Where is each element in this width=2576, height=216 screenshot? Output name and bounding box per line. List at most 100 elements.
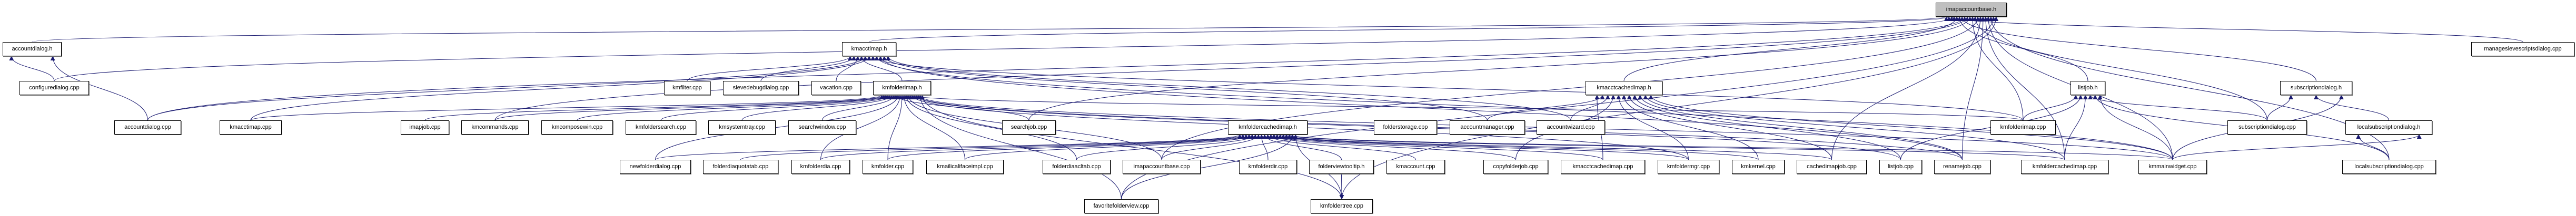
node-accountdialog-h[interactable]: accountdialog.h (3, 42, 62, 56)
node-label: kmcommands.cpp (471, 124, 519, 130)
node-kmailicalifaceimpl-cpp[interactable]: kmailicalifaceimpl.cpp (926, 160, 1004, 174)
node-listjob-cpp[interactable]: listjob.cpp (1879, 160, 1922, 174)
node-favoritefolderview-cpp[interactable]: favoritefolderview.cpp (1084, 199, 1158, 213)
edge-kmcommands-cpp-to-kmfolderimap-h (494, 95, 888, 121)
node-imapaccountbase-h: imapaccountbase.h (1936, 3, 2007, 17)
edge-localsubscriptiondialog-h-to-subscriptiondialog-h (2314, 95, 2389, 121)
edge-searchwindow-cpp-to-kmfolderimap-h (822, 95, 897, 121)
node-accountmanager-cpp[interactable]: accountmanager.cpp (1450, 120, 1525, 135)
edge-kmfolderimap-cpp-to-kmacctimap-h (870, 56, 2024, 121)
edge-newfolderdialog-cpp-to-kmfolderimap-h (655, 95, 900, 160)
edge-kmfoldercachedimap-cpp-to-kmacctcachedimap-h (1643, 95, 2065, 160)
node-label: accountmanager.cpp (1460, 124, 1514, 130)
edge-configuredialog-cpp-to-accountdialog-h (9, 56, 55, 81)
edge-newfolderdialog-cpp-to-kmfoldercachedimap-h (655, 134, 1242, 160)
edge-kmacctimap-cpp-to-kmacctimap-h (250, 56, 871, 121)
edge-kmfolderimap-h-to-kmacctimap-h (859, 56, 903, 81)
node-label: kmfolder.cpp (871, 163, 905, 170)
edge-subscriptiondialog-h-to-imapaccountbase-h (1959, 16, 2316, 81)
node-kmfoldercachedimap-cpp[interactable]: kmfoldercachedimap.cpp (2021, 160, 2108, 174)
node-localsubscriptiondialog-cpp[interactable]: localsubscriptiondialog.cpp (2342, 160, 2436, 174)
node-kmacctcachedimap-h[interactable]: kmacctcachedimap.h (1586, 81, 1662, 95)
edge-subscriptiondialog-cpp-to-subscriptiondialog-h (2267, 95, 2294, 121)
node-kmfolderdir-cpp[interactable]: kmfolderdir.cpp (1239, 160, 1297, 174)
node-imapaccountbase-cpp[interactable]: imapaccountbase.cpp (1123, 160, 1201, 174)
node-configuredialog-cpp[interactable]: configuredialog.cpp (19, 81, 89, 95)
edge-vacation-cpp-to-kmacctimap-h (836, 56, 860, 81)
node-kmfolderimap-h[interactable]: kmfolderimap.h (873, 81, 931, 95)
node-kmacctimap-h[interactable]: kmacctimap.h (842, 42, 896, 56)
edge-kmfoldertree-cpp-to-imapaccountbase-h (1341, 16, 1999, 200)
node-copyfolderjob-cpp[interactable]: copyfolderjob.cpp (1483, 160, 1548, 174)
node-label: kmfoldercachedimap.cpp (2032, 163, 2097, 170)
node-label: searchjob.cpp (1010, 124, 1047, 130)
edge-kmfolderdia-cpp-to-kmfoldercachedimap-h (820, 134, 1249, 160)
node-label: imapaccountbase.cpp (1133, 163, 1190, 170)
edge-favoritefolderview-cpp-to-kmfolderimap-h (918, 95, 1122, 200)
edge-listjob-cpp-to-kmacctcachedimap-h (1632, 95, 1901, 160)
node-label: managesievescriptsdialog.cpp (2484, 46, 2562, 52)
node-localsubscriptiondialog-h[interactable]: localsubscriptiondialog.h (2345, 120, 2432, 135)
node-label: kmfolderdia.cpp (800, 163, 841, 170)
node-label: listjob.cpp (1888, 163, 1914, 170)
node-sievedebugdialog-cpp[interactable]: sievedebugdialog.cpp (723, 81, 799, 95)
node-label: kmsystemtray.cpp (719, 124, 765, 130)
node-label: subscriptiondialog.h (2290, 85, 2342, 91)
node-renamejob-cpp[interactable]: renamejob.cpp (1934, 160, 1990, 174)
node-kmfilter-cpp[interactable]: kmfilter.cpp (664, 81, 710, 95)
node-label: kmfilter.cpp (672, 85, 702, 91)
node-folderviewtooltip-h[interactable]: folderviewtooltip.h (1309, 160, 1374, 174)
node-label: kmailicalifaceimpl.cpp (937, 163, 993, 170)
edge-cachedimapjob-cpp-to-imapaccountbase-h (1831, 16, 1983, 160)
node-folderdiaquotatab-cpp[interactable]: folderdiaquotatab.cpp (703, 160, 778, 174)
node-kmcommands-cpp[interactable]: kmcommands.cpp (461, 120, 529, 135)
node-kmmainwidget-cpp[interactable]: kmmainwidget.cpp (2138, 160, 2207, 174)
node-searchwindow-cpp[interactable]: searchwindow.cpp (788, 120, 856, 135)
node-searchjob-cpp[interactable]: searchjob.cpp (1002, 120, 1056, 135)
node-label: kmcomposewin.cpp (551, 124, 603, 130)
node-kmfolderdia-cpp[interactable]: kmfolderdia.cpp (791, 160, 850, 174)
node-folderstorage-cpp[interactable]: folderstorage.cpp (1374, 120, 1437, 135)
node-label: kmfolderimap.cpp (2000, 124, 2046, 130)
node-label: kmfolderimap.h (882, 85, 922, 91)
node-kmfoldertree-cpp[interactable]: kmfoldertree.cpp (1311, 199, 1373, 213)
node-kmsystemtray-cpp[interactable]: kmsystemtray.cpp (708, 120, 776, 135)
node-label: localsubscriptiondialog.h (2357, 124, 2421, 130)
node-label: cachedimapjob.cpp (1807, 163, 1857, 170)
node-kmcomposewin-cpp[interactable]: kmcomposewin.cpp (541, 120, 613, 135)
edge-kmfoldermgr-cpp-to-kmacctcachedimap-h (1616, 95, 1689, 160)
node-kmkernel-cpp[interactable]: kmkernel.cpp (1732, 160, 1785, 174)
node-subscriptiondialog-cpp[interactable]: subscriptiondialog.cpp (2227, 120, 2307, 135)
node-listjob-h[interactable]: listjob.h (2070, 81, 2105, 95)
node-label: newfolderdialog.cpp (629, 163, 681, 170)
node-kmaccount-cpp[interactable]: kmaccount.cpp (1386, 160, 1445, 174)
edge-kmcomposewin-cpp-to-kmfolderimap-h (577, 95, 890, 121)
edge-accountmanager-cpp-to-kmacctcachedimap-h (1487, 95, 1605, 121)
edge-kmmainwidget-cpp-to-listjob-h (2097, 95, 2173, 160)
node-newfolderdialog-cpp[interactable]: newfolderdialog.cpp (620, 160, 691, 174)
node-folderdiaacltab-cpp[interactable]: folderdiaacltab.cpp (1043, 160, 1111, 174)
node-subscriptiondialog-h[interactable]: subscriptiondialog.h (2280, 81, 2352, 95)
node-vacation-cpp[interactable]: vacation.cpp (811, 81, 861, 95)
edge-folderdiaacltab-cpp-to-kmfoldercachedimap-h (1076, 134, 1258, 160)
node-accountdialog-cpp[interactable]: accountdialog.cpp (114, 120, 181, 135)
node-label: kmacctcachedimap.cpp (1572, 163, 1633, 170)
node-kmfoldercachedimap-h[interactable]: kmfoldercachedimap.h (1228, 120, 1307, 135)
node-imapjob-cpp[interactable]: imapjob.cpp (401, 120, 449, 135)
node-managesievescriptsdialog-cpp[interactable]: managesievescriptsdialog.cpp (2471, 42, 2574, 56)
node-kmfoldermgr-cpp[interactable]: kmfoldermgr.cpp (1658, 160, 1719, 174)
node-cachedimapjob-cpp[interactable]: cachedimapjob.cpp (1797, 160, 1867, 174)
node-kmfoldersearch-cpp[interactable]: kmfoldersearch.cpp (626, 120, 696, 135)
node-label: copyfolderjob.cpp (1493, 163, 1539, 170)
node-kmfolderimap-cpp[interactable]: kmfolderimap.cpp (1990, 120, 2056, 135)
node-accountwizard-cpp[interactable]: accountwizard.cpp (1537, 120, 1605, 135)
edge-kmfoldercachedimap-cpp-to-imapaccountbase-h (1983, 16, 2065, 160)
node-kmacctimap-cpp[interactable]: kmacctimap.cpp (220, 120, 282, 135)
node-kmfolder-cpp[interactable]: kmfolder.cpp (863, 160, 913, 174)
node-label: kmmainwidget.cpp (2148, 163, 2197, 170)
edge-accountdialog-cpp-to-imapaccountbase-h (147, 16, 1967, 121)
node-label: favoritefolderview.cpp (1093, 203, 1150, 209)
node-kmacctcachedimap-cpp[interactable]: kmacctcachedimap.cpp (1561, 160, 1645, 174)
edge-folderdiaacltab-cpp-to-kmfolderimap-h (904, 95, 1077, 160)
